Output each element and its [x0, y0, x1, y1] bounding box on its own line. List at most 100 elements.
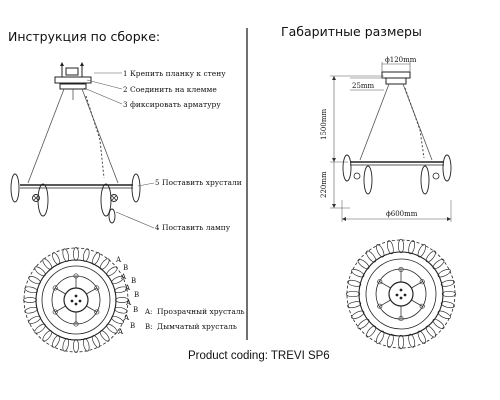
crystal-left-outer	[342, 154, 352, 182]
crystal-petal	[111, 315, 124, 324]
frame-spoke	[86, 287, 97, 295]
crystal-right-outer	[131, 173, 141, 203]
crystal-left-inner	[37, 183, 49, 217]
crystal-legend: A: Прозрачный хрусталь B: Дымчатый хруст…	[144, 307, 245, 331]
crystal-petal	[440, 279, 455, 287]
crystal-petal	[347, 279, 362, 287]
crystal-letter: A	[124, 284, 131, 292]
frame-ring-inner	[365, 258, 437, 330]
step-text: фиксировать арматуру	[130, 100, 221, 109]
lamp-socket-left	[353, 172, 361, 180]
hub-screw	[399, 296, 403, 300]
lamp-socket-right	[432, 172, 440, 180]
crystal-letter: B	[131, 277, 136, 285]
frame-spoke	[86, 305, 97, 313]
crystal-petal	[351, 310, 365, 320]
lamp-socket-left	[32, 194, 40, 202]
dim-canopy-label: ϕ120mm	[385, 56, 417, 64]
frame-spoke	[379, 281, 391, 289]
lamp-socket	[94, 309, 100, 315]
cable-left	[359, 83, 390, 161]
legend-text: Прозрачный хрусталь	[157, 307, 245, 316]
product-code: Product coding: TREVI SP6	[188, 350, 330, 362]
crystal-letter: A	[125, 299, 132, 307]
crystal-petal	[52, 335, 61, 348]
crystal-petal	[351, 268, 365, 278]
canopy	[59, 83, 87, 90]
frame-ring-outer	[35, 259, 117, 341]
canopy-cup	[385, 77, 407, 85]
dimensions-title: Габаритные размеры	[281, 24, 422, 39]
crystal-petal	[114, 306, 128, 314]
dimension-annotations: ϕ120mm 25mm 1500mm 220mm ϕ600mm	[320, 56, 452, 222]
step-number: 2	[123, 86, 127, 94]
dimension-side-view	[342, 71, 452, 195]
leader-step-2	[86, 79, 123, 90]
hub-screw	[78, 299, 82, 303]
leader-step-5	[137, 182, 155, 187]
crystal-petal	[432, 318, 445, 330]
lamp-bulb	[108, 208, 116, 224]
crystal-petal	[441, 290, 457, 298]
crystal-petal	[73, 339, 79, 353]
dim-body-height-label: 220mm	[320, 171, 328, 198]
dim-canopy-height-label: 25mm	[352, 82, 375, 90]
lamp-socket	[377, 279, 383, 285]
crystal-ring	[345, 238, 457, 350]
frame-spoke	[379, 299, 391, 307]
crystal-petal	[357, 318, 370, 330]
crystal-petal	[73, 247, 79, 261]
legend-key: B:	[145, 323, 153, 331]
hub-screw	[399, 288, 403, 292]
leader-step-3	[83, 87, 123, 105]
lamp-socket	[73, 321, 79, 327]
crystal-petal	[365, 325, 377, 338]
power-cord	[404, 87, 425, 159]
lamp-socket	[52, 309, 58, 315]
crystal-letter: B	[123, 264, 128, 272]
frame-spokes	[52, 273, 100, 327]
crystal-petal	[417, 244, 427, 258]
crystal-petal	[28, 276, 41, 285]
crystal-petal	[82, 248, 90, 262]
power-cord	[85, 95, 105, 179]
crystal-letter: B	[133, 306, 138, 314]
lamp-socket	[73, 273, 79, 279]
crystal-petal	[432, 258, 445, 270]
crystal-petal	[62, 338, 70, 352]
crystal-petal	[91, 335, 100, 348]
crystal-petal	[437, 268, 451, 278]
crystal-petal	[114, 286, 128, 294]
leader-step-4	[115, 211, 155, 229]
crystal-petal	[437, 310, 451, 320]
frame-spoke	[55, 305, 66, 313]
crystal-petal	[425, 325, 437, 338]
crystal-letter: A	[117, 328, 124, 336]
lamp-socket-right	[110, 194, 118, 202]
step-number: 1	[123, 70, 127, 78]
lamp-socket	[419, 279, 425, 285]
crystal-letter: A	[123, 314, 130, 322]
lamp-socket	[94, 285, 100, 291]
dim-cable-label: 1500mm	[320, 109, 328, 140]
step-text: Крепить планку к стену	[130, 69, 226, 78]
frame-ring-outer	[358, 251, 444, 337]
hub-screw	[74, 302, 78, 306]
crystal-petal	[52, 252, 61, 265]
crystal-ring-outer	[23, 247, 129, 353]
crystal-petal	[23, 297, 37, 303]
cable-left	[27, 88, 65, 184]
crystal-petal	[408, 240, 416, 255]
crystal-petal	[347, 301, 362, 309]
assembly-side-view	[10, 62, 155, 229]
hub-screw	[403, 293, 407, 297]
crystal-petal	[24, 306, 38, 314]
legend-key: A:	[144, 308, 152, 316]
center-hub	[63, 287, 89, 313]
frame-spoke	[55, 287, 66, 295]
assembly-title: Инструкция по сборке:	[8, 29, 160, 44]
crystal-right-outer	[442, 154, 452, 182]
crystal-ring-outer	[346, 239, 456, 349]
